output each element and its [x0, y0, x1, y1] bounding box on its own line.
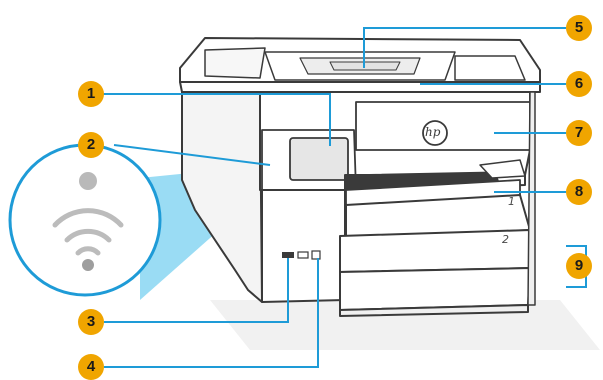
- hp-logo-text: hp: [425, 125, 440, 139]
- callout-8: 8: [566, 179, 592, 205]
- printer-body: [180, 38, 540, 316]
- callout-2: 2: [78, 132, 104, 158]
- callout-7: 7: [566, 120, 592, 146]
- tray-1-label: 1: [508, 195, 515, 208]
- callout-9: 9: [566, 253, 592, 279]
- tray-2-label: 2: [502, 233, 509, 246]
- callout-3: 3: [78, 309, 104, 335]
- callout-5: 5: [566, 15, 592, 41]
- wireless-zoom-circle: [10, 145, 160, 295]
- callout-4: 4: [78, 354, 104, 380]
- usb-port-slot: [282, 252, 294, 258]
- wifi-icon: [82, 259, 94, 271]
- wireless-status-light: [79, 172, 97, 190]
- callout-6: 6: [566, 71, 592, 97]
- port-icon: [298, 252, 308, 258]
- power-button-icon: [312, 251, 320, 259]
- callout-1: 1: [78, 81, 104, 107]
